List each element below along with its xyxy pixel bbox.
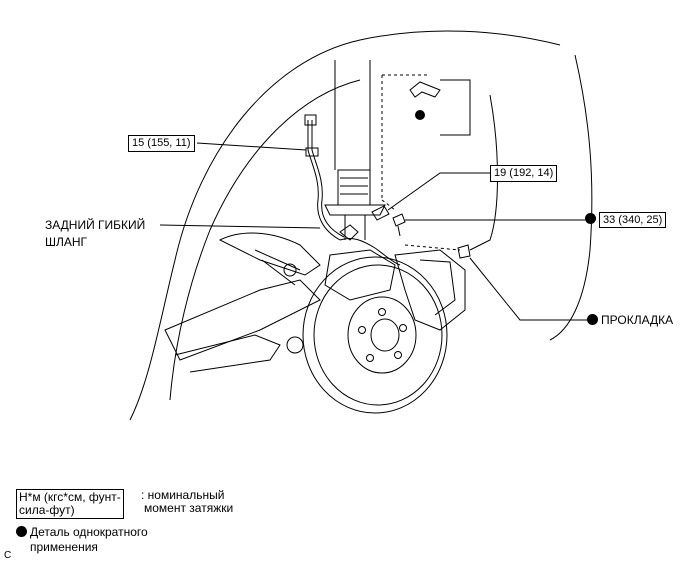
wheel-well-arch [129,30,593,421]
leader-lines [159,142,587,321]
clip-part [409,81,441,98]
figure-code: C [4,550,12,561]
torque-callout-caliper-wrapper: 33 (340, 25) [585,212,667,228]
legend-torque-desc-line1: : номинальный [141,488,225,502]
gasket-part [457,244,471,259]
strut-assembly [324,60,386,240]
legend-single-use: Деталь однократного применения [16,525,148,555]
label-rear-flexible-hose-line2: ШЛАНГ [45,235,88,249]
suspension-arms [164,232,321,373]
single-use-dot [587,314,598,325]
label-gasket: ПРОКЛАДКА [601,313,674,327]
brake-disc [302,256,448,414]
dashed-gasket-guide [404,244,461,251]
legend-units-box: Н*м (кгс*см, фунт- сила-фут) [16,489,124,519]
dashed-bracket-outline [381,74,430,211]
label-gasket-wrapper: ПРОКЛАДКА [587,313,673,327]
torque-callout-hose: 15 (155, 11) [128,135,195,152]
legend-single-use-line2: применения [30,540,98,554]
torque-callout-caliper: 33 (340, 25) [599,212,667,228]
bolt-33 [392,213,406,237]
single-use-dot [16,526,27,537]
legend-units-line1: Н*м (кгс*см, фунт- [19,490,121,504]
legend-single-use-line1: Деталь однократного [30,525,148,539]
legend-torque-desc-line2: момент затяжки [144,501,234,515]
flexible-hose [304,114,401,266]
caliper-knuckle [324,249,466,331]
torque-callout-bracket: 19 (192, 14) [490,165,558,182]
label-rear-flexible-hose: ЗАДНИЙ ГИБКИЙ ШЛАНГ [45,218,145,249]
legend-units-line2: сила-фут) [19,503,75,517]
single-use-dot [585,213,596,224]
legend-torque-desc: : номинальный момент затяжки [141,489,233,515]
single-use-marker-clip [415,110,425,120]
bolt-19 [371,205,390,221]
label-rear-flexible-hose-line1: ЗАДНИЙ ГИБКИЙ [45,218,146,232]
